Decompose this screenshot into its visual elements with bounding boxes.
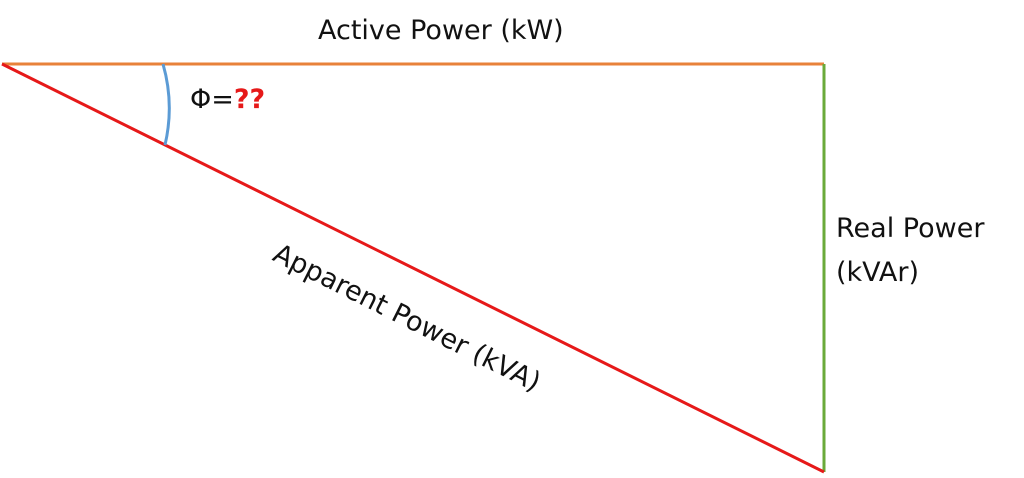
angle-symbol: Φ= xyxy=(190,84,234,115)
angle-unknown-value: ?? xyxy=(233,84,266,115)
apparent-power-line xyxy=(1,62,825,474)
active-power-label: Active Power (kW) xyxy=(318,15,564,46)
angle-arc xyxy=(161,63,171,146)
angle-label: Φ=?? xyxy=(190,84,265,116)
real-power-label: Real Power (kVAr) xyxy=(836,207,984,295)
real-power-label-line1: Real Power xyxy=(836,213,985,244)
real-power-label-line2: (kVAr) xyxy=(836,257,920,288)
